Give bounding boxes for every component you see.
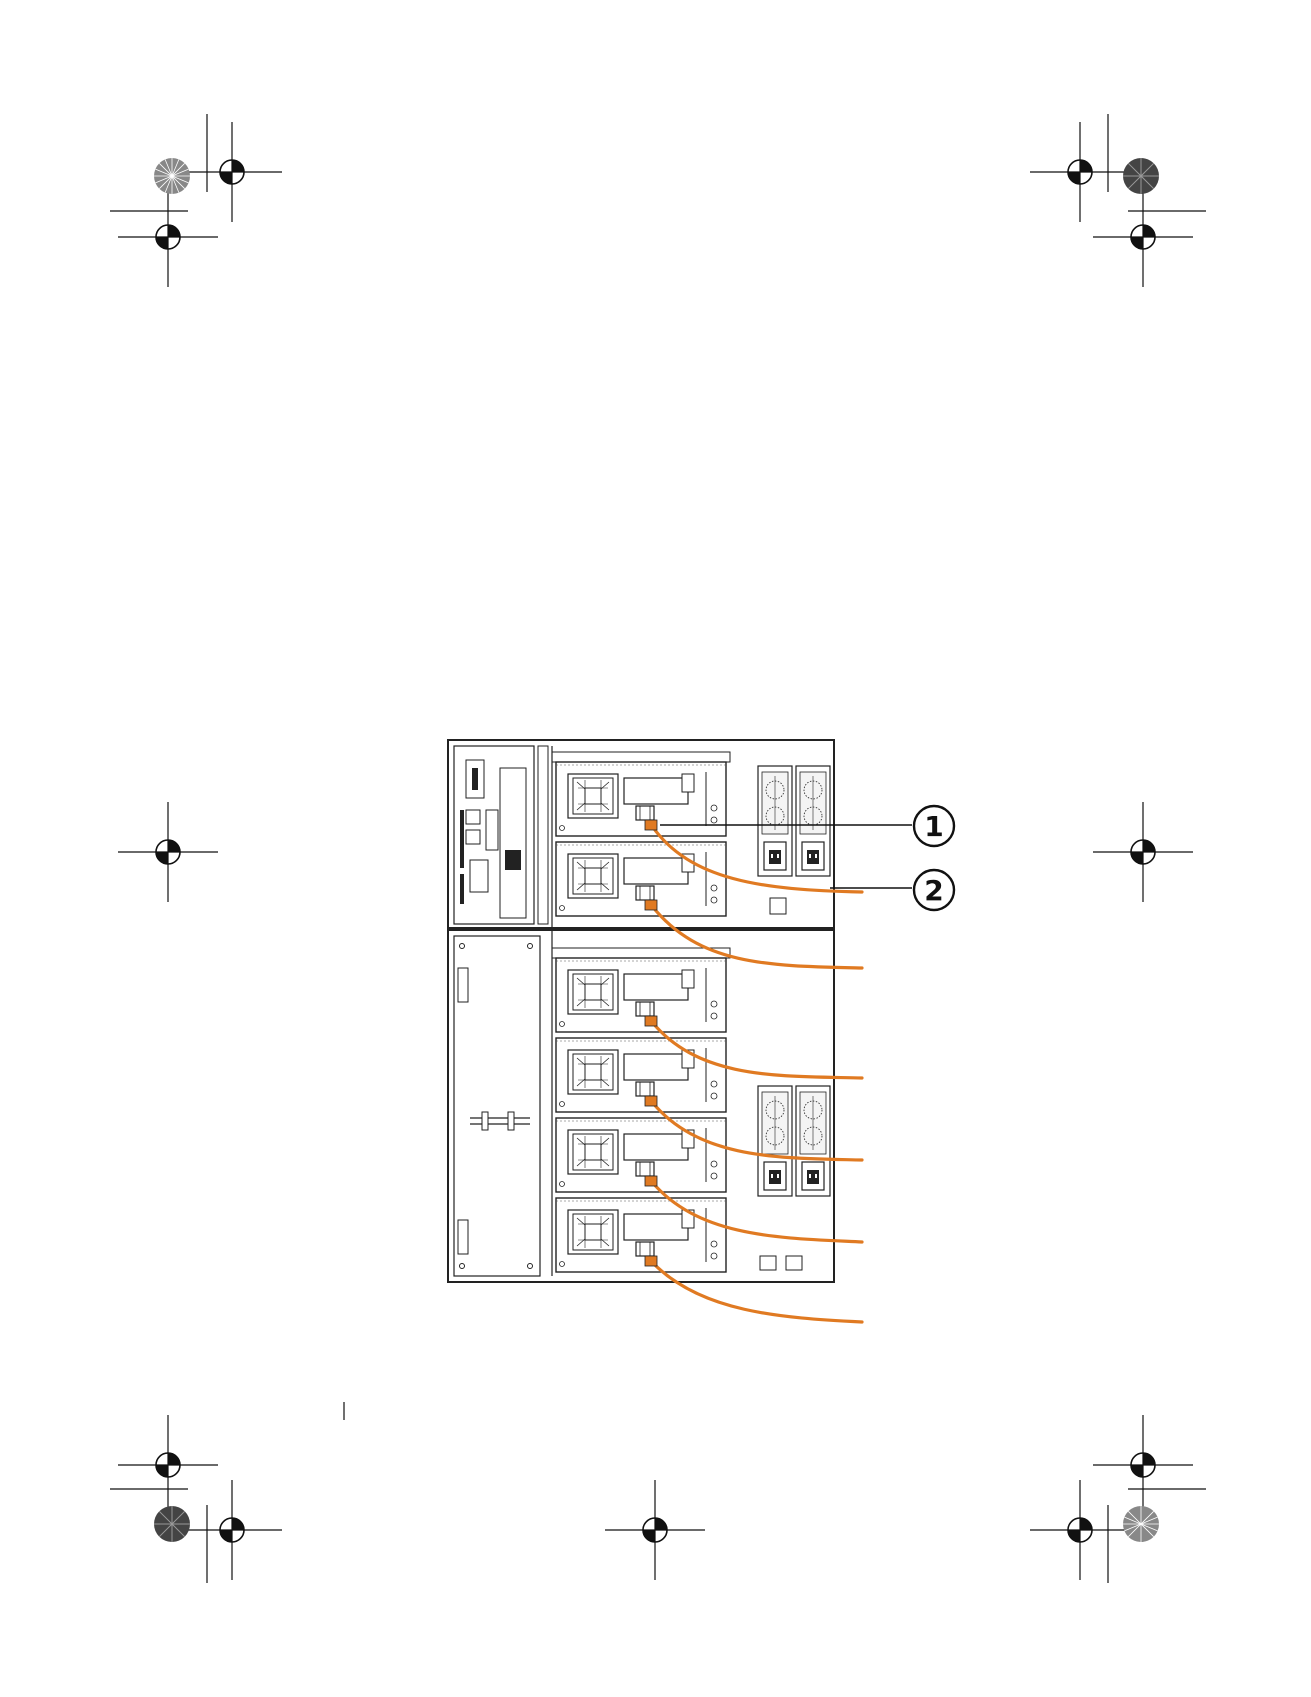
tape-drive xyxy=(556,958,726,1032)
crosshair-target-icon xyxy=(1092,186,1194,288)
power-supply xyxy=(757,1085,793,1197)
fibre-channel-cable xyxy=(650,1100,864,1162)
crosshair-target-icon xyxy=(1029,1479,1131,1581)
fibre-channel-cable xyxy=(650,1020,864,1080)
starburst-wheel-icon xyxy=(154,1506,190,1542)
tape-drive xyxy=(556,1118,726,1192)
callout-2: 2 xyxy=(912,868,956,912)
power-supply xyxy=(795,765,831,877)
callout-leaders xyxy=(660,824,912,889)
crosshair-target-icon xyxy=(604,1479,706,1581)
starburst-wheel-icon xyxy=(1123,1506,1159,1542)
registration-marks xyxy=(110,114,1206,1583)
callout-2-label: 2 xyxy=(924,874,943,907)
tape-drive xyxy=(556,1198,726,1272)
tape-drive xyxy=(556,1038,726,1112)
crosshair-target-icon xyxy=(117,801,219,903)
tape-drive xyxy=(556,842,726,916)
drive-connector xyxy=(644,819,658,831)
starburst-wheel-icon xyxy=(1123,158,1159,194)
fibre-channel-cable xyxy=(650,824,864,894)
crosshair-target-icon xyxy=(1092,1414,1194,1516)
library-controller-board xyxy=(453,745,535,925)
callout-1: 1 xyxy=(912,804,956,848)
fibre-channel-cables xyxy=(650,824,864,1324)
crosshair-target-icon xyxy=(181,121,283,223)
power-supply xyxy=(795,1085,831,1197)
starburst-wheel-icon xyxy=(154,158,190,194)
crosshair-target-icon xyxy=(181,1479,283,1581)
crosshair-target-icon xyxy=(1092,801,1194,903)
power-supply xyxy=(757,765,793,877)
fibre-channel-cable xyxy=(650,1260,864,1324)
expansion-blank-panel xyxy=(453,935,541,1277)
crosshair-target-icon xyxy=(117,1414,219,1516)
fibre-channel-cable xyxy=(650,1180,864,1244)
tape-library-diagram: 1 2 xyxy=(447,739,956,1324)
fibre-channel-cable xyxy=(650,904,864,970)
crosshair-target-icon xyxy=(117,186,219,288)
crosshair-target-icon xyxy=(1029,121,1131,223)
callout-1-label: 1 xyxy=(924,810,943,843)
